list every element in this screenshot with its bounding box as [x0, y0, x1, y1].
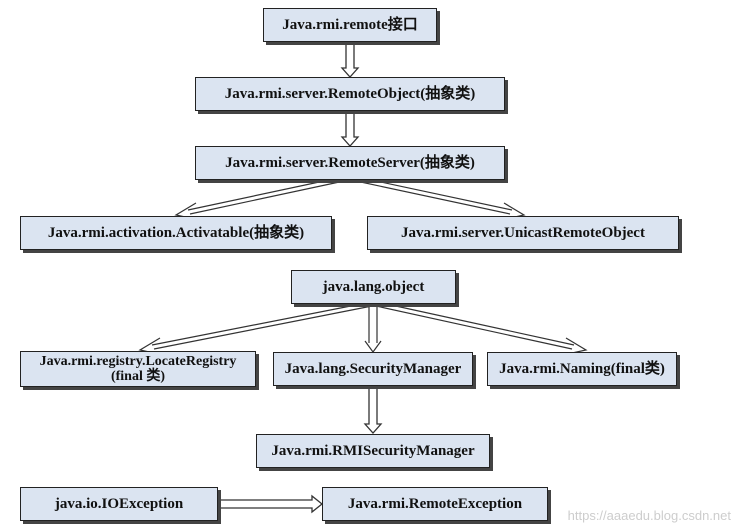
- node-java-lang-object: java.lang.object: [291, 270, 456, 304]
- arrow-object-to-naming: [375, 302, 588, 356]
- arrow-remoteserver-to-activatable: [174, 177, 345, 221]
- node-io-exception: java.io.IOException: [20, 487, 218, 521]
- node-security-manager: Java.lang.SecurityManager: [273, 352, 473, 386]
- arrow-ioexception-to-remoteexception: [217, 494, 324, 514]
- arrow-securitymanager-to-rmisecuritymanager: [363, 386, 383, 434]
- node-locate-registry-line2: (final 类): [110, 369, 166, 384]
- arrow-remote-to-remoteobject: [340, 41, 360, 78]
- node-java-rmi-remote: Java.rmi.remote接口: [263, 8, 437, 42]
- watermark: https://aaaedu.blog.csdn.net: [567, 508, 731, 523]
- node-remote-object: Java.rmi.server.RemoteObject(抽象类): [195, 77, 505, 111]
- node-activatable: Java.rmi.activation.Activatable(抽象类): [20, 216, 332, 250]
- arrow-remoteobject-to-remoteserver: [340, 110, 360, 147]
- node-locate-registry: Java.rmi.registry.LocateRegistry (final …: [20, 351, 256, 387]
- node-rmi-security-manager: Java.rmi.RMISecurityManager: [256, 434, 490, 468]
- arrow-object-to-locateregistry: [138, 302, 373, 356]
- arrow-object-to-securitymanager: [364, 304, 382, 354]
- node-remote-server: Java.rmi.server.RemoteServer(抽象类): [195, 146, 505, 180]
- arrow-remoteserver-to-unicast: [355, 177, 526, 221]
- node-naming: Java.rmi.Naming(final类): [487, 352, 677, 386]
- node-unicast-remote-object: Java.rmi.server.UnicastRemoteObject: [367, 216, 679, 250]
- node-remote-exception: Java.rmi.RemoteException: [322, 487, 548, 521]
- node-locate-registry-line1: Java.rmi.registry.LocateRegistry: [39, 354, 237, 369]
